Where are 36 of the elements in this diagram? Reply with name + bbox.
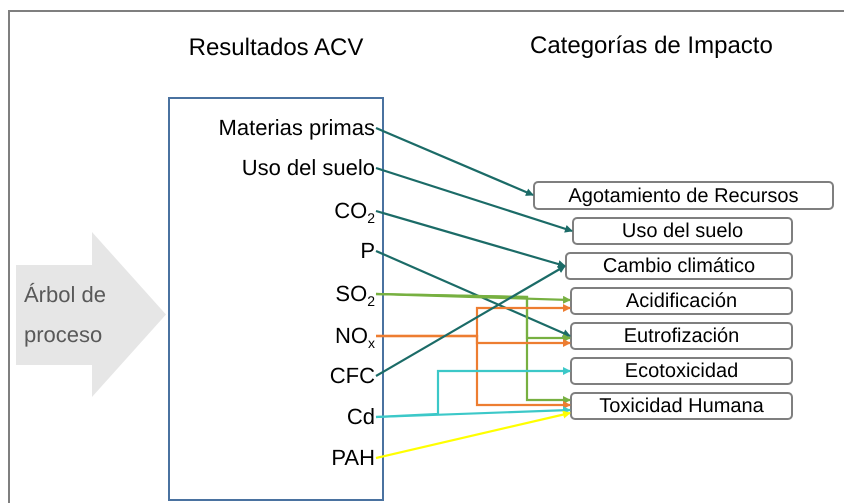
impact-category-box [570, 392, 793, 420]
category-label: Agotamiento de Recursos [568, 184, 799, 208]
result-label: PAH [331, 445, 375, 471]
category-label: Eutrofización [624, 324, 740, 348]
connector-arrow [375, 265, 566, 377]
impact-category-box [533, 181, 834, 210]
connector-arrow [376, 210, 566, 268]
result-label: CFC [330, 363, 375, 389]
category-label: Toxicidad Humana [599, 394, 764, 418]
result-label: NO$_{x}$ [335, 323, 375, 349]
connector-arrow [376, 406, 571, 418]
category-label: Acidificación [626, 289, 738, 313]
connector-arrow [376, 126, 534, 196]
column-heading: Resultados ACV [188, 33, 364, 63]
result-label: P [360, 238, 375, 264]
connector-arrow [376, 334, 571, 409]
process-arrow [16, 232, 166, 397]
impact-category-box [570, 357, 793, 385]
impact-category-box [570, 287, 793, 315]
connector-arrow [376, 250, 571, 337]
result-label: Cd [346, 404, 375, 430]
column-heading: Categorías de Impacto [530, 31, 773, 61]
connector-arrow [376, 166, 573, 233]
category-label: Cambio climático [602, 254, 756, 278]
result-label: SO$_{2}$ [335, 281, 375, 307]
category-label: Uso del suelo [622, 219, 744, 243]
impact-category-box [570, 322, 793, 350]
result-label: CO$_{2}$ [334, 198, 375, 224]
connector-arrow [376, 410, 571, 460]
connector-arrow [376, 292, 571, 404]
impact-category-box [572, 217, 793, 245]
result-label: Materias primas [218, 115, 375, 141]
impact-category-box [565, 252, 793, 280]
result-label: Uso del suelo [242, 155, 375, 181]
category-label: Ecotoxicidad [624, 359, 738, 383]
process-label: Árbol de proceso [24, 280, 107, 349]
